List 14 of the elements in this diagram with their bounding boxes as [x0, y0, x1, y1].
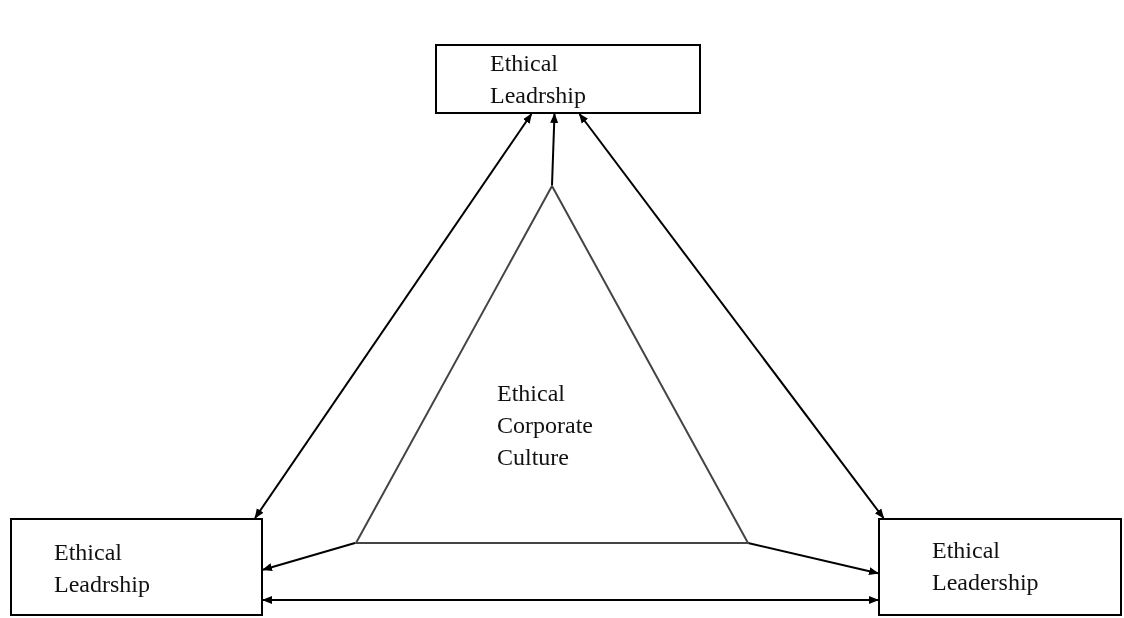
process-box — [10, 518, 263, 616]
process-box — [435, 44, 701, 114]
arrow — [254, 113, 533, 519]
arrow — [550, 113, 559, 186]
triangle-shape — [355, 185, 749, 544]
arrow — [262, 596, 879, 604]
node-label: Ethical Leadrship — [490, 49, 587, 110]
arrow — [747, 542, 879, 576]
node-label: Ethical Corporate Culture — [497, 379, 594, 472]
node-label: Ethical Leadership — [932, 536, 1040, 597]
node-label: Ethical Leadrship — [54, 538, 151, 599]
arrow — [262, 542, 356, 572]
arrow — [578, 113, 885, 519]
process-box — [878, 518, 1122, 616]
